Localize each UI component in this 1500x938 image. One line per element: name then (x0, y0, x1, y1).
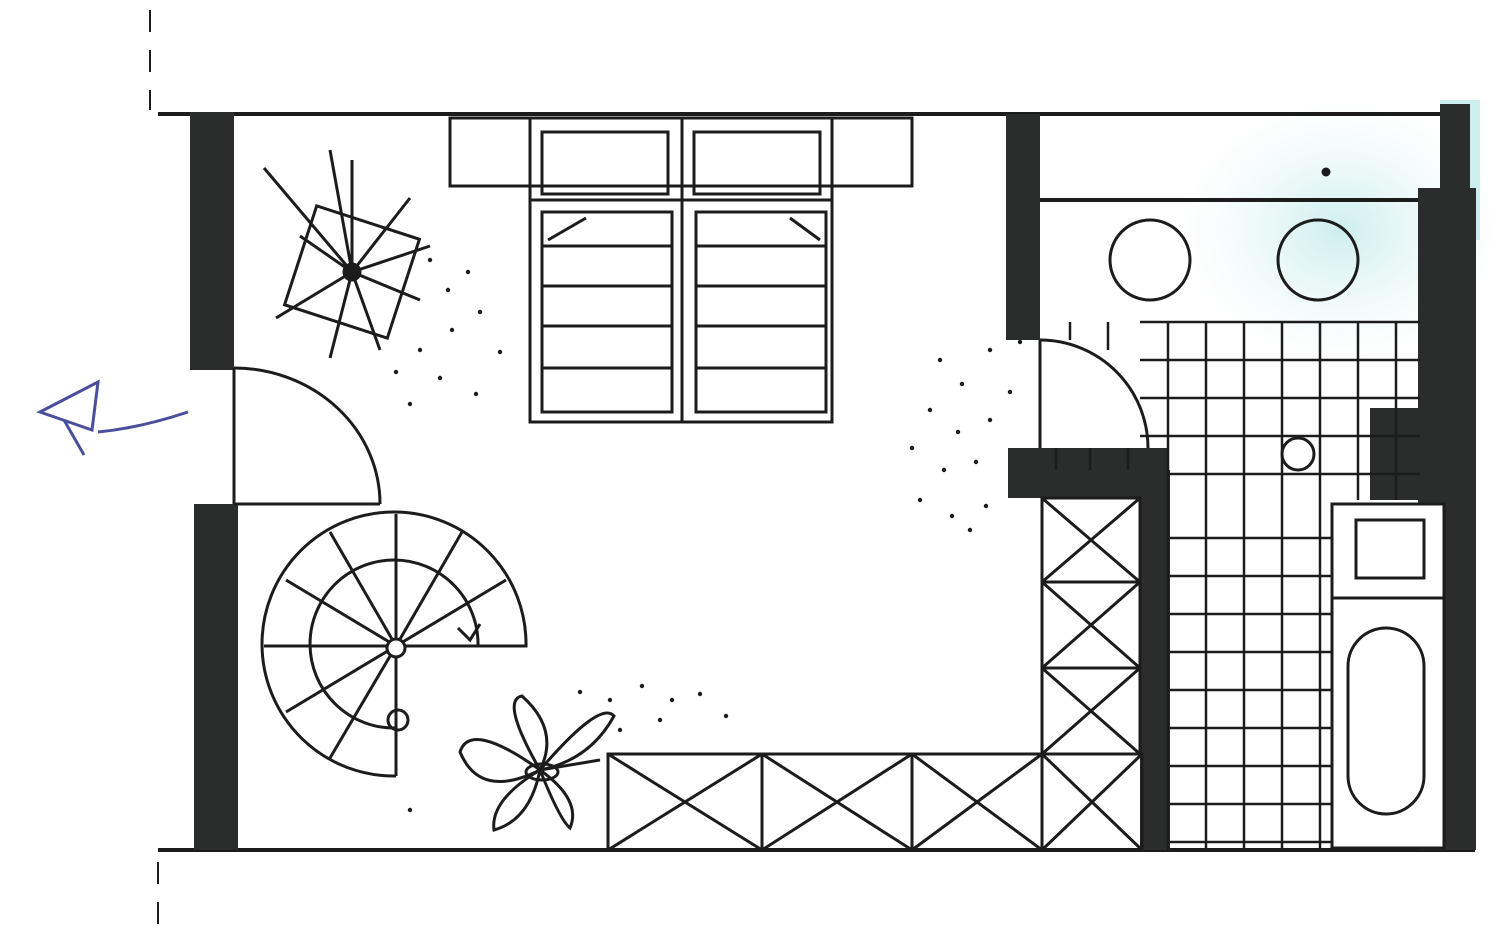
bathroom-door (1038, 338, 1150, 449)
spiral-staircase-icon (260, 510, 528, 778)
floor-drain (1280, 436, 1316, 472)
entry-door (232, 366, 382, 506)
potted-plant-icon (262, 149, 431, 359)
bed-stripes (542, 244, 826, 370)
potted-plant-icon-2 (458, 694, 616, 832)
guide-lines (149, 10, 159, 938)
vanity-basins (1108, 167, 1360, 302)
wardrobe-side (1040, 496, 1142, 756)
wardrobe-bottom (606, 752, 1144, 852)
double-bed (448, 116, 914, 424)
bathroom-tiles (1054, 320, 1420, 850)
bathtub (1330, 596, 1446, 850)
toilet (1330, 502, 1446, 600)
entry-arrow-icon (36, 379, 189, 456)
floor-texture-dots (393, 257, 1023, 813)
